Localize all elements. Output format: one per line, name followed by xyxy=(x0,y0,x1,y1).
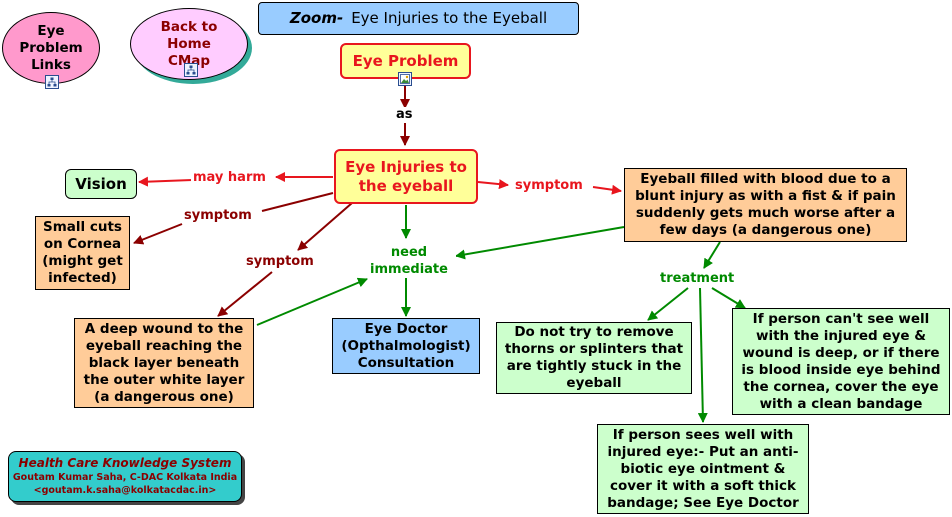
thorns-node[interactable]: Do not try to remove thorns or splinters… xyxy=(496,322,692,394)
need-immediate-text: need immediate xyxy=(370,245,448,277)
line-symptom-left-cuts xyxy=(133,223,183,245)
small-cuts-label: Small cuts on Cornea (might get infected… xyxy=(42,219,123,286)
line-symptom-right-blood xyxy=(592,184,622,195)
link-label-symptom-left: symptom xyxy=(182,208,254,224)
line-mayharm-vision xyxy=(138,176,193,187)
image-icon[interactable] xyxy=(398,72,412,86)
eye-doctor-label: Eye Doctor (Opthalmologist) Consultation xyxy=(341,320,471,371)
line-injuries-symptom-right xyxy=(477,179,509,190)
link-label-symptom-mid: symptom xyxy=(244,254,316,270)
concept-map-icon[interactable] xyxy=(45,75,59,89)
footer-author: Goutam Kumar Saha, C-DAC Kolkata India xyxy=(12,472,238,483)
link-label-may-harm: may harm xyxy=(191,170,268,186)
line-treatment-cantsee xyxy=(711,287,746,309)
link-label-symptom-right: symptom xyxy=(513,178,585,194)
deep-wound-label: A deep wound to the eyeball reaching the… xyxy=(83,320,245,405)
page-title-prefix: Zoom- xyxy=(289,9,344,27)
eye-doctor-node[interactable]: Eye Doctor (Opthalmologist) Consultation xyxy=(332,318,480,374)
vision-label: Vision xyxy=(75,174,127,193)
vision-node[interactable]: Vision xyxy=(65,169,137,199)
footer-system: Health Care Knowledge System xyxy=(18,456,232,470)
sees-well-node[interactable]: If person sees well with injured eye:- P… xyxy=(597,424,809,514)
eye-problem-links-label: Eye Problem Links xyxy=(19,22,83,73)
page-title: Zoom- Eye Injuries to the Eyeball xyxy=(258,2,579,35)
deep-wound-node[interactable]: A deep wound to the eyeball reaching the… xyxy=(74,318,254,408)
blood-label: Eyeball filled with blood due to a blunt… xyxy=(635,171,896,238)
eye-injuries-node[interactable]: Eye Injuries to the eyeball xyxy=(334,149,478,204)
back-home-node[interactable]: Back to Home CMap xyxy=(130,8,248,80)
link-label-treatment: treatment xyxy=(658,271,737,287)
line-wound-need xyxy=(256,277,368,326)
cant-see-label: If person can't see well with the injure… xyxy=(741,310,941,412)
line-injuries-symptom-left xyxy=(261,192,334,212)
footer-email: <goutam.k.saha@kolkatacdac.in> xyxy=(33,485,217,496)
eye-problem-links-node[interactable]: Eye Problem Links xyxy=(2,12,100,84)
small-cuts-node[interactable]: Small cuts on Cornea (might get infected… xyxy=(35,216,130,290)
link-label-need-immediate: need immediate xyxy=(362,244,456,278)
line-blood-treatment xyxy=(703,241,721,269)
footer-credit: Health Care Knowledge System Goutam Kuma… xyxy=(8,451,242,502)
blood-node[interactable]: Eyeball filled with blood due to a blunt… xyxy=(624,168,907,242)
thorns-label: Do not try to remove thorns or splinters… xyxy=(504,324,684,391)
concept-map-icon[interactable] xyxy=(184,63,198,77)
eye-injuries-label: Eye Injuries to the eyeball xyxy=(345,157,467,195)
line-symptom-mid-wound xyxy=(217,271,273,317)
sees-well-label: If person sees well with injured eye:- P… xyxy=(607,426,799,511)
eye-problem-label: Eye Problem xyxy=(352,51,459,70)
line-treatment-thorns xyxy=(647,287,689,321)
back-home-label: Back to Home CMap xyxy=(160,18,218,69)
link-label-as: as xyxy=(394,107,415,123)
line-treatment-seeswell xyxy=(697,287,708,423)
page-title-text: Eye Injuries to the Eyeball xyxy=(351,9,548,27)
cant-see-node[interactable]: If person can't see well with the injure… xyxy=(732,308,950,415)
line-blood-need xyxy=(455,226,625,260)
line-injuries-symptom-mid xyxy=(297,202,353,251)
eye-problem-node[interactable]: Eye Problem xyxy=(340,43,471,79)
